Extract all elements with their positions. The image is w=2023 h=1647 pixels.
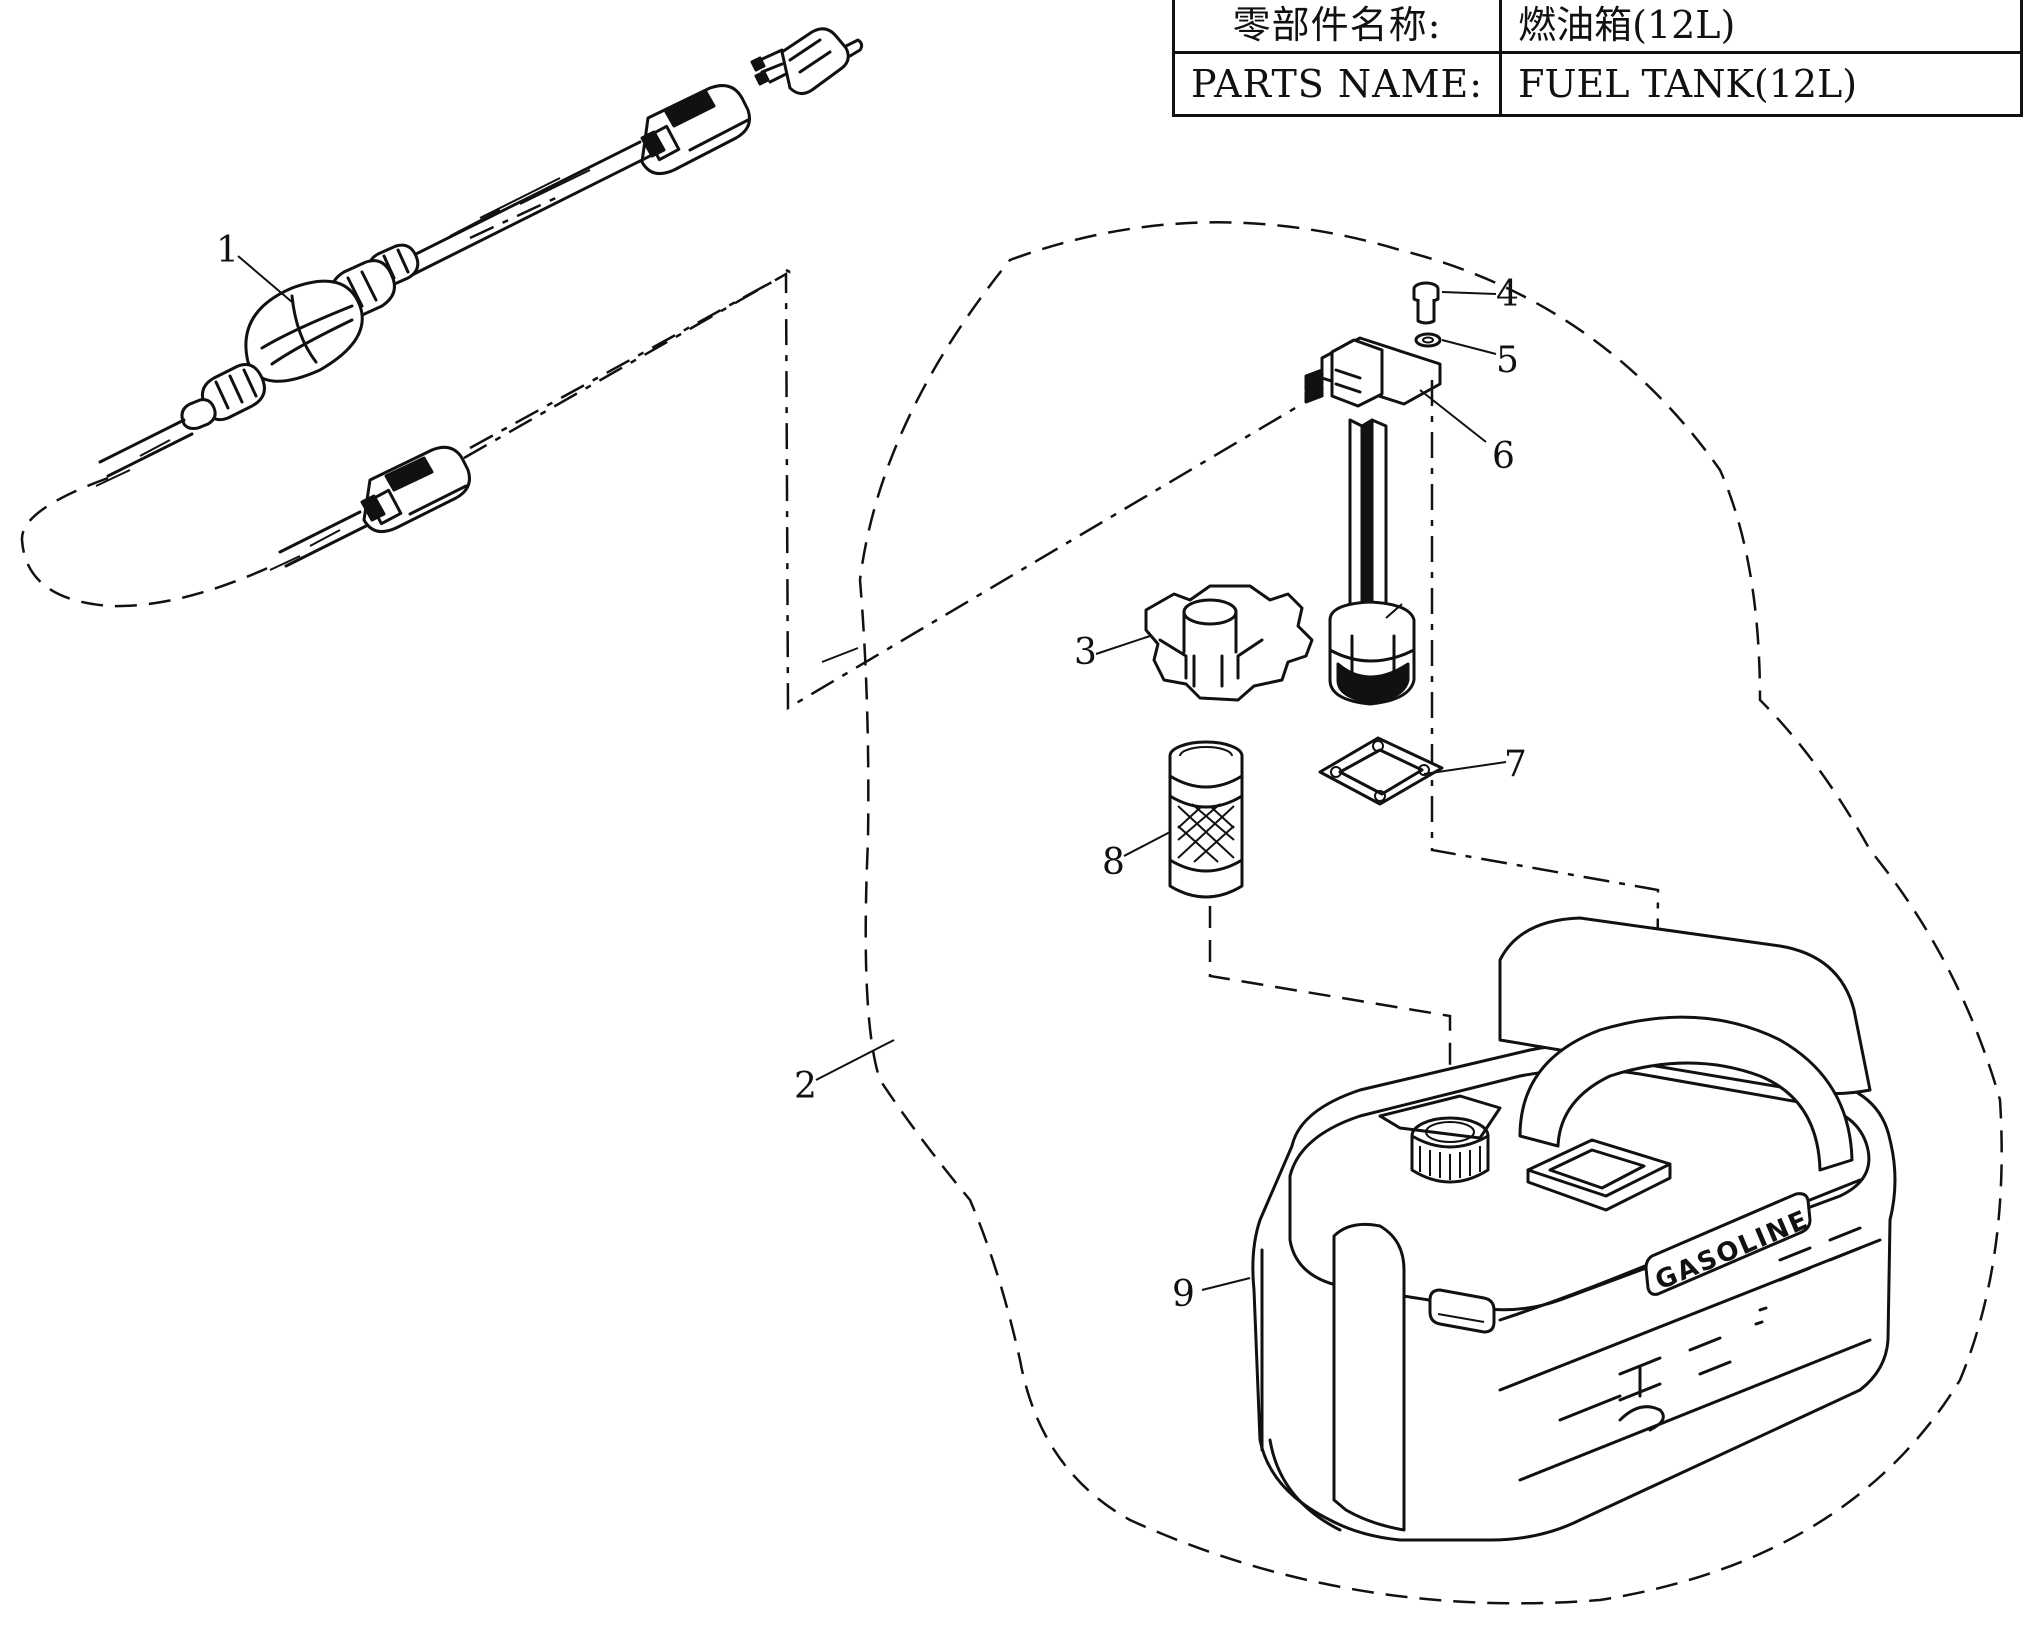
gauge-mount: [1526, 1138, 1672, 1212]
washer: [1414, 332, 1442, 348]
title-row-english: PARTS NAME: FUEL TANK(12L): [1171, 51, 2023, 117]
parts-name-label-zh: 零部件名称:: [1171, 0, 1503, 54]
assembly-line-strainer-to-tank: [1208, 906, 1452, 1120]
title-block: 零部件名称: 燃油箱(12L) PARTS NAME: FUEL TANK(12…: [1171, 0, 2023, 117]
primer-bulb: [244, 279, 364, 383]
callout-numbers: 1 2 3 4 5 6 7 8 9: [216, 230, 1527, 1315]
callout-3: 3: [1074, 632, 1097, 673]
callout-7: 7: [1504, 744, 1527, 785]
parts-name-value-zh: 燃油箱(12L): [1499, 0, 2023, 54]
hose-connector-upper: [640, 84, 751, 176]
tank-assembly-boundary: [858, 221, 2003, 1605]
callout-8: 8: [1102, 842, 1125, 883]
callout-leaders: [237, 255, 1507, 1291]
hose-connector-lower: [360, 445, 471, 534]
callout-1: 1: [216, 230, 239, 271]
title-row-chinese: 零部件名称: 燃油箱(12L): [1171, 0, 2023, 54]
callout-4: 4: [1496, 274, 1519, 315]
fuel-hose-assembly: [20, 27, 864, 608]
filler-cap: [1410, 1116, 1490, 1184]
callout-9: 9: [1172, 1274, 1195, 1315]
callout-5: 5: [1496, 340, 1519, 381]
fuel-strainer: [1168, 740, 1244, 899]
filter-cap: [1144, 584, 1314, 702]
bolt: [1412, 281, 1440, 325]
callout-2: 2: [794, 1066, 817, 1107]
fuel-gauge-sender: [1304, 336, 1442, 706]
callout-6: 6: [1492, 436, 1515, 477]
strainer-mesh: [1177, 803, 1235, 863]
fuel-tank: GASOLINE: [1251, 916, 1897, 1542]
parts-name-value-en: FUEL TANK(12L): [1499, 51, 2023, 117]
engine-connector-plug: [750, 27, 864, 95]
hose-fitting-rings-lower: [180, 363, 266, 430]
parts-name-label-en: PARTS NAME:: [1171, 51, 1503, 117]
gasket: [1318, 736, 1444, 806]
assembly-line-hose-to-sender: [463, 271, 1303, 711]
